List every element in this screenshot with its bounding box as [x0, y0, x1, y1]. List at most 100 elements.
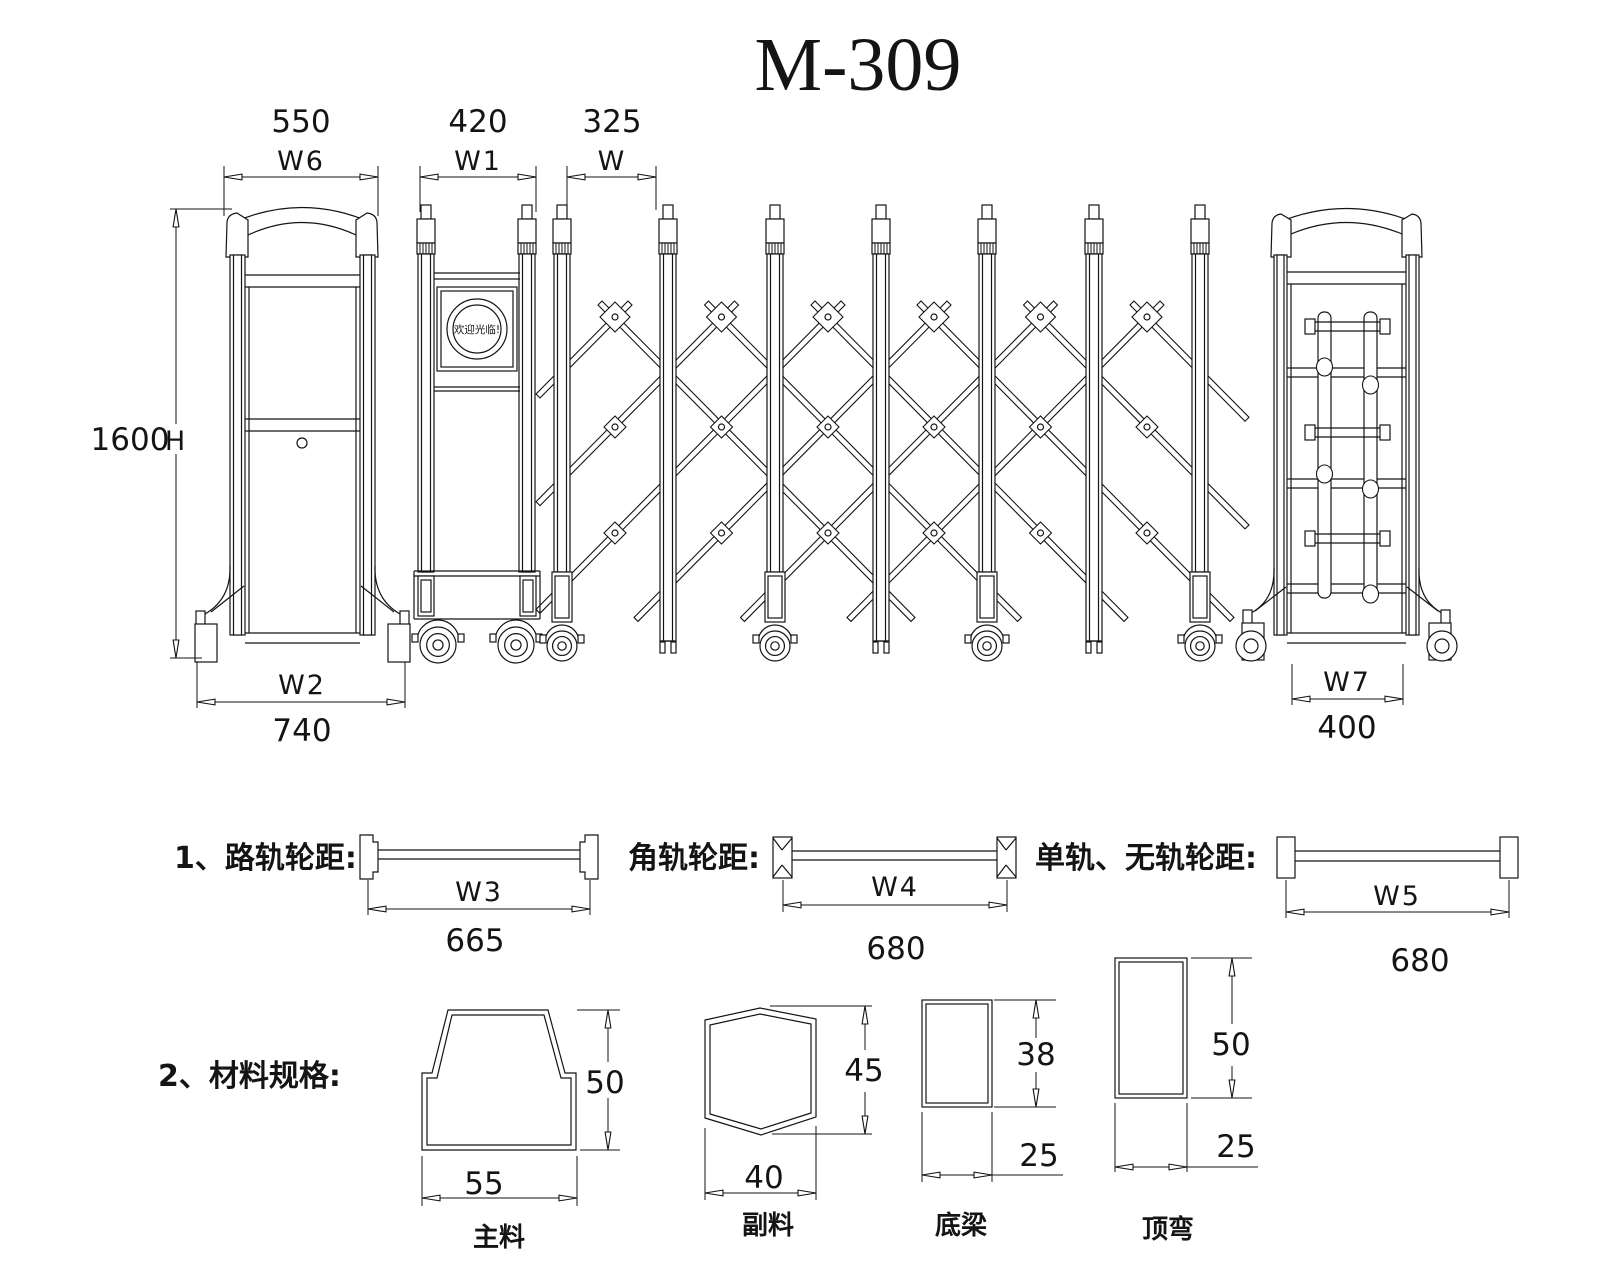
dim-arrow	[1291, 695, 1311, 703]
dim-arrow	[604, 1131, 612, 1151]
materials-section-label: 2、材料规格:	[158, 1059, 341, 1094]
pivot-hole	[717, 423, 726, 431]
arch-outer	[1276, 207, 1417, 224]
dim-arrow	[637, 173, 657, 181]
folding-lattice	[535, 300, 1250, 623]
dim-w7-label: W7	[1323, 667, 1371, 698]
dim-665-value: 665	[445, 923, 504, 959]
pivot-hole	[611, 313, 619, 321]
post-cap	[552, 218, 572, 244]
dim-arrow	[861, 1115, 869, 1135]
pivot-hole	[824, 529, 832, 537]
pivot-hole	[930, 313, 938, 321]
aux-profile-height: 45	[844, 1053, 883, 1089]
dim-arrow	[367, 905, 387, 913]
post-finial	[769, 204, 781, 220]
tube-joint	[1361, 584, 1380, 604]
dim-w2-label: W2	[278, 670, 326, 701]
dim-arrow	[359, 173, 379, 181]
pivot-hole	[1036, 529, 1045, 537]
pivot-hole	[930, 423, 938, 431]
dim-arrow	[1168, 1163, 1188, 1171]
dim-arrow	[172, 208, 180, 228]
welcome-sign-text: 欢迎光临!	[454, 323, 500, 336]
dim-550-value: 550	[271, 104, 330, 140]
dimension-lines	[170, 166, 1510, 1206]
lattice-bar	[810, 300, 1129, 623]
lattice-bar	[597, 300, 916, 623]
top-bend-name: 顶弯	[1142, 1214, 1194, 1245]
dim-arrow	[419, 173, 439, 181]
main-profile	[421, 1009, 577, 1151]
dim-arrow	[604, 1009, 612, 1029]
dim-arrow	[558, 1194, 578, 1202]
tube-joint	[1315, 357, 1334, 377]
rail-wheel	[359, 834, 379, 880]
pivot-hole	[930, 529, 938, 537]
dim-arrow	[1228, 1079, 1236, 1099]
dim-680a-value: 680	[866, 931, 925, 967]
dim-arrow	[973, 1171, 993, 1179]
arch-cap	[355, 212, 379, 258]
aux-profile-name: 副料	[742, 1211, 794, 1241]
dim-arrow	[517, 173, 537, 181]
lattice-bar	[535, 300, 740, 507]
post-cap	[658, 218, 678, 244]
dim-arrow	[1032, 1088, 1040, 1108]
base-flare	[1250, 567, 1275, 614]
dim-arrow	[988, 901, 1008, 909]
rung-tab	[1379, 424, 1391, 441]
post-cap	[517, 218, 537, 244]
rung-tab	[1304, 424, 1316, 441]
pivot-hole	[717, 313, 726, 321]
arch-cap	[1401, 213, 1423, 258]
pivot-hole	[1143, 313, 1151, 321]
foot	[659, 641, 666, 654]
groove-wheel	[772, 836, 793, 879]
post-cap	[1084, 218, 1104, 244]
pivot-hole	[1036, 423, 1045, 431]
pivot-hole	[824, 313, 832, 321]
post-finial	[521, 204, 533, 220]
foot	[1096, 641, 1103, 654]
foot	[194, 623, 218, 663]
main-profile-name: 主料	[473, 1223, 525, 1253]
lattice-bar	[846, 300, 1165, 623]
bottom-beam-name: 底梁	[935, 1210, 987, 1241]
dim-arrow	[566, 173, 586, 181]
base-flare	[1418, 567, 1443, 614]
wheel-fender	[494, 619, 538, 642]
dim-w3-label: W3	[455, 877, 503, 908]
main-profile-height: 50	[585, 1065, 624, 1101]
foot	[670, 641, 677, 654]
top-bend-height: 50	[1211, 1027, 1250, 1063]
folded-tube	[1363, 311, 1378, 601]
dim-arrow	[1114, 1163, 1134, 1171]
lattice-bar	[916, 300, 1235, 623]
rung-tab	[1304, 530, 1316, 547]
main-profile-width: 55	[464, 1166, 503, 1202]
post-finial	[1194, 204, 1206, 220]
dim-arrow	[861, 1005, 869, 1025]
arch-inner	[1290, 221, 1403, 235]
dim-height-value: 1600	[91, 422, 170, 458]
base-flare	[204, 565, 231, 615]
flat-wheel	[1276, 836, 1296, 879]
dim-arrow	[196, 698, 216, 706]
dim-400-value: 400	[1317, 710, 1376, 746]
dim-arrow	[571, 905, 591, 913]
dim-arrow	[1285, 908, 1305, 916]
foot	[1085, 641, 1092, 654]
dim-420-value: 420	[448, 104, 507, 140]
arch-cap	[1270, 213, 1292, 258]
wheel-fender	[416, 619, 460, 642]
dim-325-value: 325	[582, 104, 641, 140]
rung-tab	[1379, 530, 1391, 547]
lattice-bar	[1022, 300, 1250, 530]
folded-tube	[1317, 311, 1332, 599]
post-finial	[981, 204, 993, 220]
dim-w5-label: W5	[1373, 881, 1421, 912]
dim-w4-label: W4	[871, 872, 919, 903]
post-finial	[1088, 204, 1100, 220]
